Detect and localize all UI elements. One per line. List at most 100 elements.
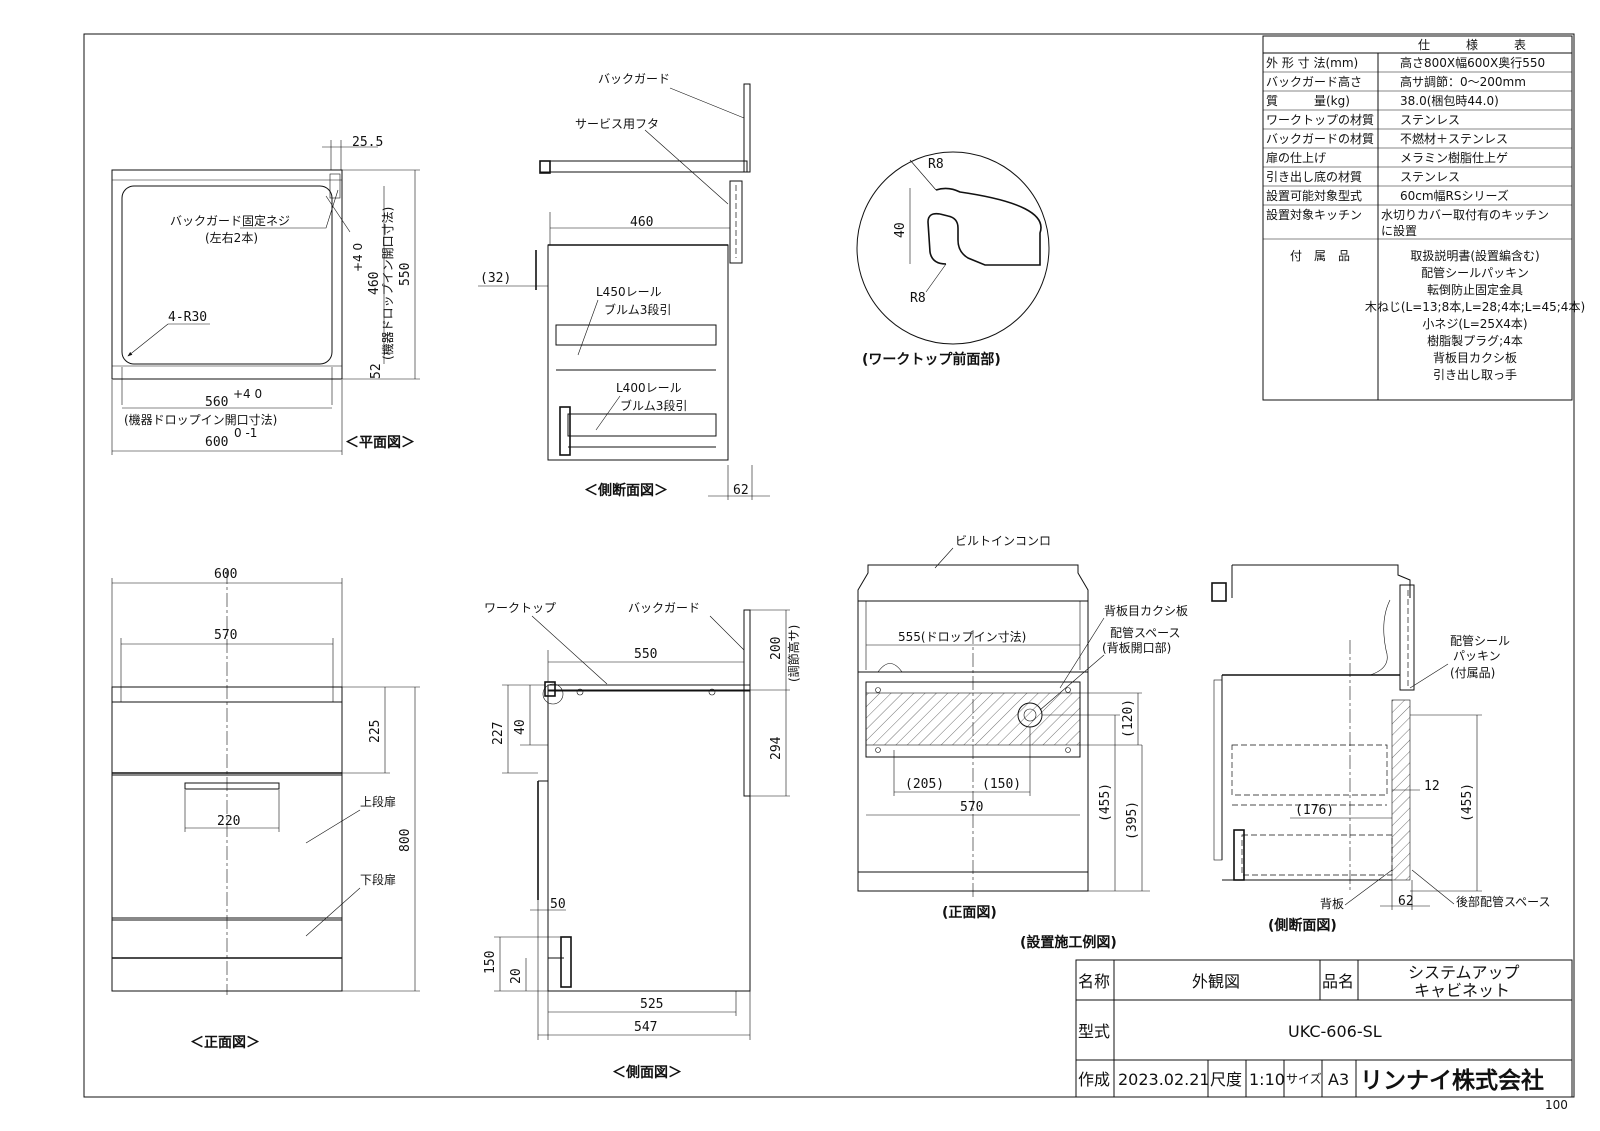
front-dim-570: 570 xyxy=(214,628,237,643)
front-view: 600 570 220 225 800 上段扉 下段扉 ＜正面図＞ xyxy=(111,567,420,1051)
sheet-border xyxy=(83,33,1575,1098)
plan-drop-in-v: (機器ドロップイン開口寸法) xyxy=(380,207,395,360)
plan-caption: ＜平面図＞ xyxy=(345,435,415,451)
inst-dim-455: (455) xyxy=(1098,783,1113,822)
install-side-view: 配管シール パッキン (付属品) 12 (176) (455) 背板 62 後部… xyxy=(1211,564,1551,934)
side-dim-50: 50 xyxy=(550,897,566,912)
accessory-item: 取扱説明書(設置編含む) xyxy=(1410,248,1539,263)
spec-row-value: 高サ調節：0～200mm xyxy=(1400,74,1526,89)
spec-row-value-2: に設置 xyxy=(1381,223,1417,238)
side-dim-547: 547 xyxy=(634,1020,657,1035)
accessory-item: 引き出し取っ手 xyxy=(1433,368,1517,382)
accessory-item: 木ねじ(L=13;8本,L=28;4本;L=45;4本) xyxy=(1365,300,1585,314)
side-view: ワークトップ バックガード 550 200 (調節高サ) 294 227 40 … xyxy=(483,601,801,1081)
inst-builtin: ビルトインコンロ xyxy=(955,534,1051,548)
tb-scale-value: 1:10 xyxy=(1249,1070,1285,1089)
spec-row-label: 外 形 寸 法(mm) xyxy=(1266,56,1358,70)
accessory-item: 樹脂製プラグ;4本 xyxy=(1427,333,1523,348)
sect-caption: ＜側断面図＞ xyxy=(584,482,668,499)
plan-screw-sub: (左右2本) xyxy=(205,230,258,245)
inst-side-packing2: パッキン xyxy=(1453,649,1501,663)
sect-dim-32: (32) xyxy=(480,271,511,286)
inst-dim-150: (150) xyxy=(982,777,1021,792)
install-front-view: ビルトインコンロ 555(ドロップイン寸法) 背板目カクシ板 配管スペース (背… xyxy=(857,534,1188,951)
tb-model-label: 型式 xyxy=(1078,1022,1110,1041)
spec-row-label: 引き出し底の材質 xyxy=(1266,169,1362,184)
spec-row-value: 60cm幅RSシリーズ xyxy=(1400,188,1509,203)
tb-company: リンナイ株式会社 xyxy=(1360,1067,1544,1094)
spec-row-value: 水切りカバー取付有のキッチン xyxy=(1381,208,1549,222)
spec-row-label: バックガードの材質 xyxy=(1266,131,1374,146)
side-worktop: ワークトップ xyxy=(484,601,556,615)
inst-side-back-plate: 背板 xyxy=(1320,897,1344,911)
tb-made-label: 作成 xyxy=(1078,1070,1110,1089)
side-dim-294: 294 xyxy=(769,736,784,760)
inst-side-packing: 配管シール xyxy=(1450,633,1510,648)
inst-dim-570: 570 xyxy=(960,800,983,815)
plan-radius: 4-R30 xyxy=(168,310,207,325)
front-dim-220: 220 xyxy=(217,814,240,829)
tb-model-value: UKC-606-SL xyxy=(1288,1022,1382,1041)
spec-row-value: 38.0(梱包時44.0) xyxy=(1400,94,1499,108)
plan-dim-460: 460 xyxy=(367,272,382,295)
plan-dim-25-5: 25.5 xyxy=(352,135,383,150)
plan-dim-550: 550 xyxy=(398,263,413,286)
accessory-item: 転倒防止固定金具 xyxy=(1427,282,1523,297)
tb-name-label: 名称 xyxy=(1078,972,1110,991)
inst-back-cover: 背板目カクシ板 xyxy=(1104,604,1188,618)
spec-row-value: 高さ800X幅600X奥行550 xyxy=(1400,55,1545,70)
tb-name-value: 外観図 xyxy=(1192,972,1240,991)
detail-r8-top: R8 xyxy=(928,157,944,172)
side-dim-550: 550 xyxy=(634,647,657,662)
tb-product-value-1: システムアップ xyxy=(1408,963,1520,982)
page-number: 100 xyxy=(1545,1098,1568,1112)
plan-tol-600: 0 -1 xyxy=(234,426,257,440)
tb-product-label: 品名 xyxy=(1322,972,1354,991)
accessories-label: 付 属 品 xyxy=(1290,249,1350,263)
install-caption: (設置施工例図) xyxy=(1020,934,1117,951)
inst-dim-555: 555(ドロップイン寸法) xyxy=(898,630,1026,644)
spec-row-value: ステンレス xyxy=(1400,170,1460,184)
spec-row-value: 不燃材＋ステンレス xyxy=(1400,131,1508,146)
inst-side-rear-space: 後部配管スペース xyxy=(1456,894,1551,909)
plan-dim-600: 600 xyxy=(205,435,228,450)
inst-side-dim-12: 12 xyxy=(1424,779,1440,794)
spec-row-label: バックガード高さ xyxy=(1266,74,1362,89)
front-dim-225: 225 xyxy=(368,720,383,743)
side-backguard: バックガード xyxy=(628,601,700,615)
tb-size-label: サイズ xyxy=(1286,1071,1322,1086)
side-dim-40: 40 xyxy=(513,719,528,735)
side-caption: ＜側面図＞ xyxy=(612,1064,682,1081)
spec-row-label: 扉の仕上げ xyxy=(1266,151,1326,165)
side-dim-525: 525 xyxy=(640,997,663,1012)
side-adj: (調節高サ) xyxy=(786,625,801,682)
front-caption: ＜正面図＞ xyxy=(190,1035,260,1051)
front-dim-800: 800 xyxy=(398,829,413,852)
front-dim-600: 600 xyxy=(214,567,237,582)
sect-dim-62: 62 xyxy=(733,483,749,498)
inst-side-caption: (側断面図) xyxy=(1268,917,1337,934)
inst-dim-205: (205) xyxy=(905,777,944,792)
detail-caption: (ワークトップ前面部) xyxy=(862,351,1001,368)
spec-row-value: メラミン樹脂仕上ゲ xyxy=(1400,150,1508,165)
sect-dim-460: 460 xyxy=(630,215,653,230)
detail-dim-40: 40 xyxy=(893,222,908,238)
plan-tol-460: +4 0 xyxy=(351,243,365,272)
inst-side-dim-176: (176) xyxy=(1295,803,1334,818)
sect-rail2-sub: ブルム3段引 xyxy=(620,398,687,413)
inst-pipe-space: 配管スペース xyxy=(1110,625,1181,640)
spec-row-label: ワークトップの材質 xyxy=(1266,112,1374,127)
sect-backguard: バックガード xyxy=(598,72,670,86)
plan-tol-560: +4 0 xyxy=(233,387,262,401)
accessory-item: 小ネジ(L=25X4本) xyxy=(1422,317,1527,331)
inst-dim-120: (120) xyxy=(1121,699,1136,738)
sect-service-lid: サービス用フタ xyxy=(575,117,659,131)
plan-drop-in: (機器ドロップイン開口寸法) xyxy=(124,412,277,427)
side-section-view: バックガード サービス用フタ 460 (32) L450レール ブルム3段引 L… xyxy=(478,72,770,500)
sect-rail1: L450レール xyxy=(596,285,662,299)
sect-rail2: L400レール xyxy=(616,381,682,395)
inst-side-dim-62: 62 xyxy=(1398,894,1414,909)
accessory-item: 配管シールパッキン xyxy=(1421,265,1529,280)
spec-table: 仕 様 表 外 形 寸 法(mm)高さ800X幅600X奥行550バックガード高… xyxy=(1262,35,1585,401)
inst-front-caption: (正面図) xyxy=(942,905,997,921)
